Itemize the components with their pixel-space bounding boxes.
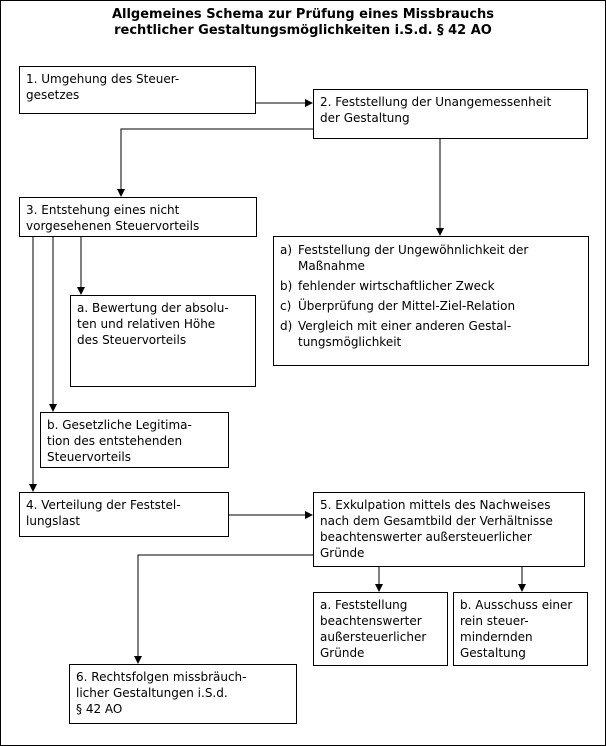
criteria-marker-a: a): [280, 243, 293, 257]
node-3b-line-3: Steuervorteils: [47, 450, 132, 464]
node-6-line-1: 6. Rechtsfolgen missbräuch-: [76, 670, 247, 684]
node-5b-ausschuss: b. Ausschuss einer rein steuer- mindernd…: [453, 592, 588, 666]
node-5a-line-2: beachtenswerter: [320, 614, 422, 628]
node-6-line-3: § 42 AO: [76, 702, 123, 716]
node-6-line-2: licher Gestaltungen i.S.d.: [76, 686, 228, 700]
node-3-line-1: 3. Entstehung eines nicht: [26, 203, 180, 217]
node-3a-line-1: a. Bewertung der absolu-: [77, 301, 229, 315]
node-4-feststellungslast: 4. Verteilung der Feststel- lungslast: [19, 492, 229, 537]
criteria-text-c-1: Überprüfung der Mittel-Ziel-Relation: [298, 299, 516, 313]
node-3a-line-3: des Steuervorteils: [77, 333, 187, 347]
node-5a-line-1: a. Feststellung: [320, 598, 408, 612]
node-2-line-1: 2. Feststellung der Unangemessenheit: [320, 95, 552, 109]
diagram-title: Allgemeines Schema zur Prüfung eines Mis…: [0, 7, 606, 39]
node-1-line-2: gesetzes: [26, 88, 80, 102]
criteria-item-d: d) Vergleich mit einer anderen Gestal- t…: [280, 318, 582, 350]
node-5-line-3: beachtenswerter außersteuerlicher: [320, 530, 532, 544]
criteria-item-a: a) Feststellung der Ungewöhnlichkeit der…: [280, 242, 582, 274]
node-5b-line-4: Gestaltung: [460, 646, 526, 660]
criteria-text-b-1: fehlender wirtschaftlicher Zweck: [298, 279, 495, 293]
node-3b-line-2: tion des entstehenden: [47, 434, 183, 448]
arrow-5-to-6: [134, 554, 313, 664]
node-5-line-4: Gründe: [320, 546, 365, 560]
node-1-line-1: 1. Umgehung des Steuer-: [26, 72, 180, 86]
criteria-list: a) Feststellung der Ungewöhnlichkeit der…: [280, 242, 582, 350]
node-3a-bewertung: a. Bewertung der absolu- ten und relativ…: [70, 295, 256, 387]
node-1-umgehung: 1. Umgehung des Steuer- gesetzes: [19, 66, 256, 114]
node-3a-line-2: ten und relativen Höhe: [77, 317, 216, 331]
criteria-text-a-2: Maßnahme: [298, 259, 365, 273]
node-5a-gruende: a. Feststellung beachtenswerter außerste…: [313, 592, 448, 666]
title-line-1: Allgemeines Schema zur Prüfung eines Mis…: [111, 7, 495, 22]
criteria-marker-d: d): [280, 319, 293, 333]
node-5-exkulpation: 5. Exkulpation mittels des Nachweises na…: [313, 492, 585, 567]
node-5b-line-3: mindernden: [460, 630, 533, 644]
title-line-2: rechtlicher Gestaltungsmöglichkeiten i.S…: [114, 23, 492, 38]
arrow-2-to-3: [117, 128, 313, 197]
criteria-text-d-1: Vergleich mit einer anderen Gestal-: [298, 319, 512, 333]
node-5a-line-3: außersteuerlicher: [320, 630, 427, 644]
node-2-line-2: der Gestaltung: [320, 111, 410, 125]
node-2-unangemessenheit: 2. Feststellung der Unangemessenheit der…: [313, 89, 588, 139]
criteria-marker-c: c): [280, 299, 292, 313]
criteria-item-b: b) fehlender wirtschaftlicher Zweck: [280, 278, 582, 294]
node-6-rechtsfolgen: 6. Rechtsfolgen missbräuch- licher Gesta…: [69, 664, 297, 724]
node-3b-legitimation: b. Gesetzliche Legitima- tion des entste…: [40, 412, 229, 468]
criteria-text-a-1: Feststellung der Ungewöhnlichkeit der: [298, 243, 529, 257]
node-3-line-2: vorgesehenen Steuervorteils: [26, 219, 200, 233]
node-3-steuervorteil: 3. Entstehung eines nicht vorgesehenen S…: [19, 197, 257, 237]
criteria-text-d-2: tungsmöglichkeit: [298, 335, 402, 349]
node-2-criteria-list: a) Feststellung der Ungewöhnlichkeit der…: [273, 236, 589, 366]
node-5b-line-2: rein steuer-: [460, 614, 529, 628]
node-5b-line-1: b. Ausschuss einer: [460, 598, 573, 612]
node-5-line-1: 5. Exkulpation mittels des Nachweises: [320, 498, 551, 512]
node-5a-line-4: Gründe: [320, 646, 365, 660]
node-5-line-2: nach dem Gesamtbild der Verhältnisse: [320, 514, 553, 528]
criteria-marker-b: b): [280, 279, 293, 293]
node-3b-line-1: b. Gesetzliche Legitima-: [47, 418, 192, 432]
node-4-line-1: 4. Verteilung der Feststel-: [26, 498, 181, 512]
node-4-line-2: lungslast: [26, 514, 81, 528]
criteria-item-c: c) Überprüfung der Mittel-Ziel-Relation: [280, 298, 582, 314]
